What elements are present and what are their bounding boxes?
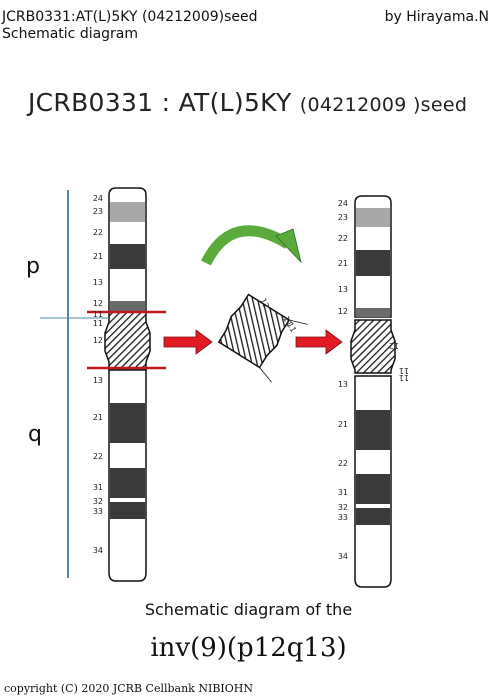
- right-inverted-label: 11: [399, 373, 409, 382]
- left-band-p21: [110, 244, 145, 269]
- left-band-label: 32: [93, 497, 103, 506]
- left-band-label: 13: [93, 278, 103, 287]
- right-band-q33: [356, 508, 390, 525]
- left-band-label: 31: [93, 483, 103, 492]
- q-arm-label: q: [28, 422, 42, 447]
- green-rotation-arrowhead: [275, 228, 302, 264]
- main-title-main: JCRB0331 : AT(L)5KY: [28, 88, 300, 117]
- left-band-label: 21: [93, 252, 103, 261]
- right-band-label: 33: [338, 513, 348, 522]
- right-inverted-label: 11: [399, 366, 409, 375]
- right-band-label: 13: [338, 380, 348, 389]
- left-band-label: 13: [93, 376, 103, 385]
- left-band-label: 23: [93, 207, 103, 216]
- rotated-segment-labels: 12 11 11: [258, 297, 298, 334]
- left-band-label: 33: [93, 507, 103, 516]
- header-author: by Hirayama.N: [384, 9, 489, 25]
- right-band-label: 31: [338, 488, 348, 497]
- right-band-label: 22: [338, 459, 348, 468]
- header-subtitle: Schematic diagram: [2, 26, 139, 42]
- rotated-label: 12: [258, 297, 271, 310]
- right-band-label: 34: [338, 552, 348, 561]
- right-band-p12: [356, 308, 390, 317]
- red-arrow-right: [295, 329, 343, 355]
- right-band-q31: [356, 474, 390, 504]
- main-title-small: (04212009 )seed: [299, 94, 468, 116]
- left-band-label: 22: [93, 452, 103, 461]
- left-band-q21: [110, 403, 145, 443]
- right-band-label: 22: [338, 234, 348, 243]
- left-band-labels: 24 23 22 21 13 12 11 11 12 13 21 22 31 3…: [93, 194, 103, 555]
- right-band-labels: 24 23 22 21 13 12 13 21 22 31 32 33 34: [338, 199, 348, 561]
- right-chromosome: [350, 195, 396, 588]
- right-band-label: 24: [338, 199, 348, 208]
- caption-line1: Schematic diagram of the: [144, 600, 353, 619]
- left-band-label: 12: [93, 299, 103, 308]
- main-title: JCRB0331 : AT(L)5KY (04212009 )seed: [28, 88, 467, 117]
- left-band-p23: [110, 202, 145, 222]
- left-band-label: 21: [93, 413, 103, 422]
- caption-line2: inv(9)(p12q13): [150, 633, 347, 663]
- left-band-label: 22: [93, 228, 103, 237]
- right-inverted-segment: [350, 319, 396, 374]
- right-band-label: 21: [338, 420, 348, 429]
- left-band-label: 11: [93, 319, 103, 328]
- left-band-p12: [110, 301, 145, 312]
- green-rotation-arrow: [201, 225, 291, 266]
- red-arrow-left: [163, 329, 213, 355]
- p-arm-label: p: [26, 254, 40, 279]
- left-band-label: 11: [93, 310, 103, 319]
- left-chromosome: [104, 187, 151, 582]
- copyright: copyright (C) 2020 JCRB Cellbank NIBIOHN: [4, 682, 253, 695]
- right-band-label: 23: [338, 213, 348, 222]
- rotated-label: 11: [281, 315, 294, 328]
- rotated-label: 11: [285, 321, 298, 334]
- left-band-q31: [110, 468, 145, 498]
- left-band-q33: [110, 502, 145, 519]
- right-band-label: 13: [338, 285, 348, 294]
- right-band-label: 32: [338, 503, 348, 512]
- header-title: JCRB0331:AT(L)5KY (04212009)seed: [2, 9, 258, 25]
- right-band-label: 21: [338, 259, 348, 268]
- left-inverted-segment: [104, 311, 151, 371]
- right-inverted-labels: 12 11 11: [389, 341, 409, 382]
- rotated-inverted-segment: [217, 293, 308, 383]
- right-band-p23: [356, 208, 390, 227]
- right-band-q21: [356, 410, 390, 450]
- right-band-label: 12: [338, 307, 348, 316]
- left-band-label: 24: [93, 194, 103, 203]
- left-band-label: 12: [93, 336, 103, 345]
- right-inverted-label: 12: [389, 341, 399, 350]
- right-band-p21: [356, 250, 390, 276]
- left-band-label: 34: [93, 546, 103, 555]
